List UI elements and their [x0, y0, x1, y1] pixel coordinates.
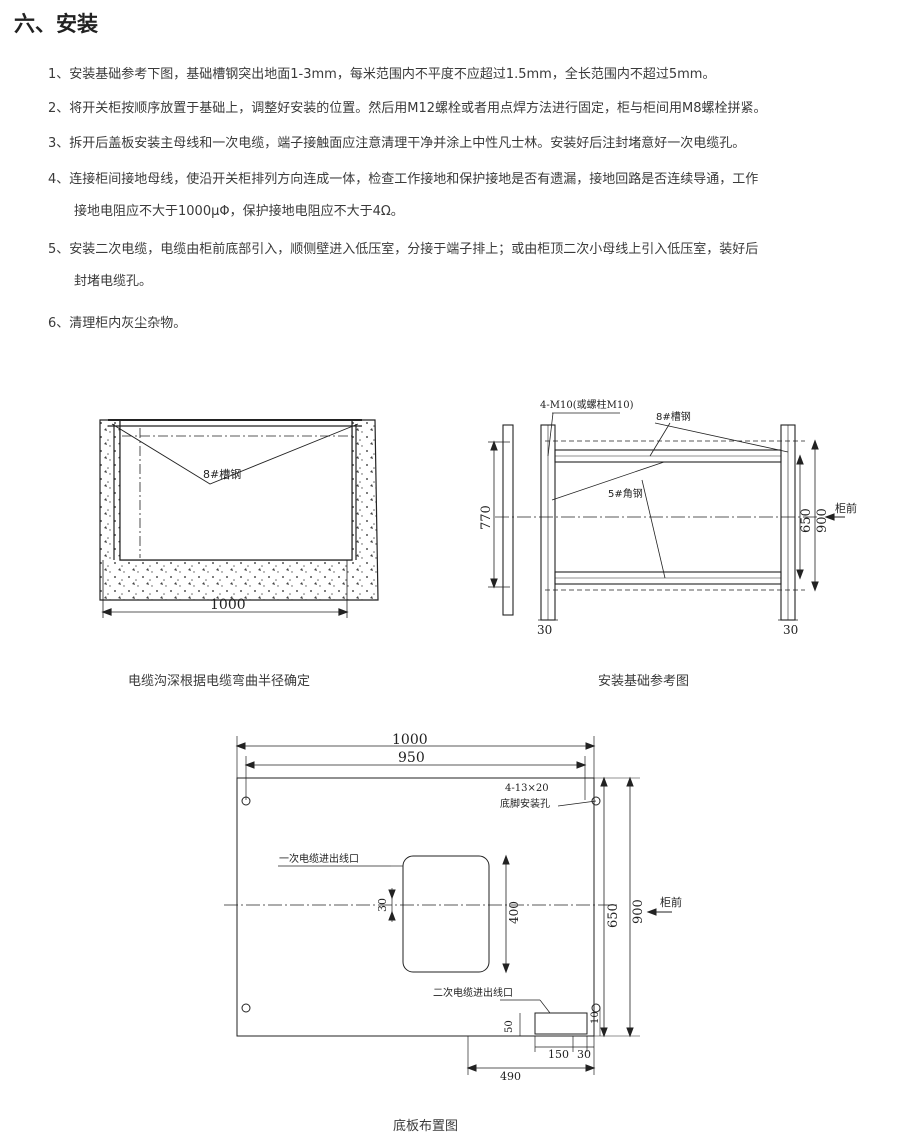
- item-number: 6、: [48, 316, 70, 331]
- dim-650: 650: [799, 508, 814, 533]
- item-text: 连接柜间接地母线，使沿开关柜排列方向连成一体，检查工作接地和保护接地是否有遗漏，…: [69, 172, 759, 187]
- list-item: 6、清理柜内灰尘杂物。: [48, 315, 890, 333]
- item-text: 拆开后盖板安装主母线和一次电缆，端子接触面应注意清理干净并涂上中性凡士林。安装好…: [69, 136, 746, 151]
- section-heading: 六、安装: [14, 12, 98, 36]
- dim-1000: 1000: [392, 732, 428, 748]
- dim-10: 10: [590, 1011, 601, 1024]
- base-plate-drawing: [224, 736, 672, 1075]
- figure-caption: 电缆沟深根据电缆弯曲半径确定: [128, 674, 311, 689]
- dim-770: 770: [479, 505, 494, 530]
- dim-1000: 1000: [210, 597, 246, 613]
- primary-opening-label: 一次电缆进出线口: [279, 852, 359, 865]
- figure-caption: 底板布置图: [393, 1119, 459, 1134]
- item-number: 4、: [48, 172, 70, 187]
- front-label: 柜前: [660, 895, 682, 909]
- figure-caption: 安装基础参考图: [598, 674, 690, 689]
- channel-label: 8#槽钢: [203, 468, 241, 481]
- holes-spec: 4-13×20: [505, 783, 549, 794]
- dim-950: 950: [398, 750, 425, 766]
- item-number: 3、: [48, 136, 70, 151]
- channel-label: 8#槽钢: [656, 410, 691, 423]
- front-label: 柜前: [835, 501, 857, 515]
- list-item: 2、将开关柜按顺序放置于基础上，调整好安装的位置。然后用M12螺栓或者用点焊方法…: [48, 100, 890, 118]
- item-number: 1、: [48, 67, 70, 82]
- dim-150: 150: [548, 1048, 569, 1061]
- dim-30-right: 30: [783, 623, 798, 637]
- item-text-continued: 封堵电缆孔。: [74, 274, 153, 289]
- dim-50: 50: [504, 1020, 515, 1033]
- cable-trench-drawing: [99, 419, 379, 618]
- dim-900: 900: [815, 508, 830, 533]
- item-text: 将开关柜按顺序放置于基础上，调整好安装的位置。然后用M12螺栓或者用点焊方法进行…: [69, 101, 767, 116]
- foundation-drawing: [488, 412, 845, 621]
- dim-30: 30: [376, 898, 389, 912]
- angle-steel-label: 5#角钢: [608, 487, 643, 500]
- dim-30-left: 30: [537, 623, 552, 637]
- item-text: 安装基础参考下图，基础槽钢突出地面1-3mm，每米范围内不平度不应超过1.5mm…: [69, 67, 716, 82]
- item-number: 2、: [48, 101, 70, 116]
- list-item: 4、连接柜间接地母线，使沿开关柜排列方向连成一体，检查工作接地和保护接地是否有遗…: [48, 171, 890, 221]
- item-text-continued: 接地电阻应不大于1000μΦ，保护接地电阻应不大于4Ω。: [74, 204, 404, 219]
- item-number: 5、: [48, 242, 70, 257]
- list-item: 5、安装二次电缆，电缆由柜前底部引入，顺侧壁进入低压室，分接于端子排上；或由柜顶…: [48, 241, 890, 291]
- bolts-label: 4-M10(或螺柱M10): [540, 398, 634, 411]
- list-item: 3、拆开后盖板安装主母线和一次电缆，端子接触面应注意清理干净并涂上中性凡士林。安…: [48, 135, 890, 153]
- holes-label: 底脚安装孔: [500, 797, 550, 810]
- dim-400: 400: [507, 901, 521, 924]
- dim-650: 650: [606, 903, 621, 928]
- secondary-opening-label: 二次电缆进出线口: [433, 986, 513, 999]
- dim-900: 900: [631, 899, 646, 924]
- dim-490: 490: [500, 1070, 521, 1083]
- item-text: 清理柜内灰尘杂物。: [69, 316, 187, 331]
- dim-30b: 30: [577, 1048, 591, 1061]
- item-text: 安装二次电缆，电缆由柜前底部引入，顺侧壁进入低压室，分接于端子排上；或由柜顶二次…: [69, 242, 759, 257]
- list-item: 1、安装基础参考下图，基础槽钢突出地面1-3mm，每米范围内不平度不应超过1.5…: [48, 66, 890, 84]
